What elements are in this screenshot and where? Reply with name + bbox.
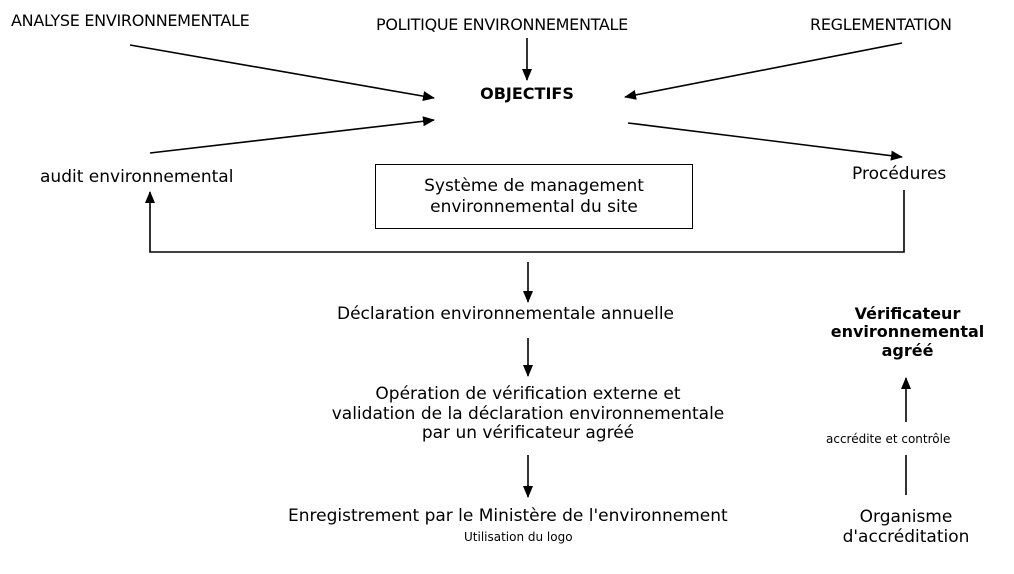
node-declaration-annuelle: Déclaration environnementale annuelle: [337, 304, 675, 324]
node-objectifs-programme: OBJECTIFS: [452, 84, 602, 103]
feedback-loop-procedures-to-audit: [145, 190, 905, 253]
node-enregistrement: Enregistrement par le Ministère de l'env…: [288, 506, 728, 526]
node-utilisation-du-logo: Utilisation du logo: [464, 530, 573, 544]
operation-label-line2: validation de la déclaration environneme…: [331, 403, 725, 424]
node-audit-environnemental: audit environnemental: [40, 167, 234, 187]
objectifs-label: OBJECTIFS: [480, 84, 574, 103]
sme-label-line1: Système de management: [424, 176, 644, 197]
organisme-label-line1: Organisme: [859, 507, 953, 527]
label-accredite-et-controle: accrédite et contrôle: [826, 432, 951, 446]
node-reglementation: REGLEMENTATION: [810, 15, 952, 34]
operation-label-line3: par un vérificateur agréé: [421, 423, 635, 444]
verificateur-label-line2: environnemental: [830, 322, 985, 342]
node-organisme-accreditation: Organisme d'accréditation: [826, 507, 986, 547]
node-analyse-environnementale: ANALYSE ENVIRONNEMENTALE: [11, 11, 250, 30]
node-verificateur-agree: Vérificateur environnemental agréé: [815, 304, 1000, 360]
verificateur-label-line1: Vérificateur: [854, 304, 961, 323]
node-operation-verification: Opération de vérification externe et val…: [298, 384, 758, 444]
arrow-audit-to-objectifs: [149, 116, 435, 154]
arrow-objectifs-to-procedures: [627, 122, 903, 161]
node-procedures: Procédures: [852, 164, 947, 184]
node-systeme-de-management: Système de management environnemental du…: [375, 164, 693, 229]
operation-label-line1: Opération de vérification externe et: [375, 384, 681, 404]
arrow-analyse-to-objectifs: [129, 44, 435, 102]
organisme-label-line2: d'accréditation: [842, 526, 970, 547]
arrow-reglementation-to-objectifs: [624, 42, 903, 100]
verificateur-label-line3: agréé: [881, 340, 934, 360]
sme-label-line2: environnemental du site: [430, 196, 638, 217]
node-politique-environnementale: POLITIQUE ENVIRONNEMENTALE: [376, 15, 628, 34]
